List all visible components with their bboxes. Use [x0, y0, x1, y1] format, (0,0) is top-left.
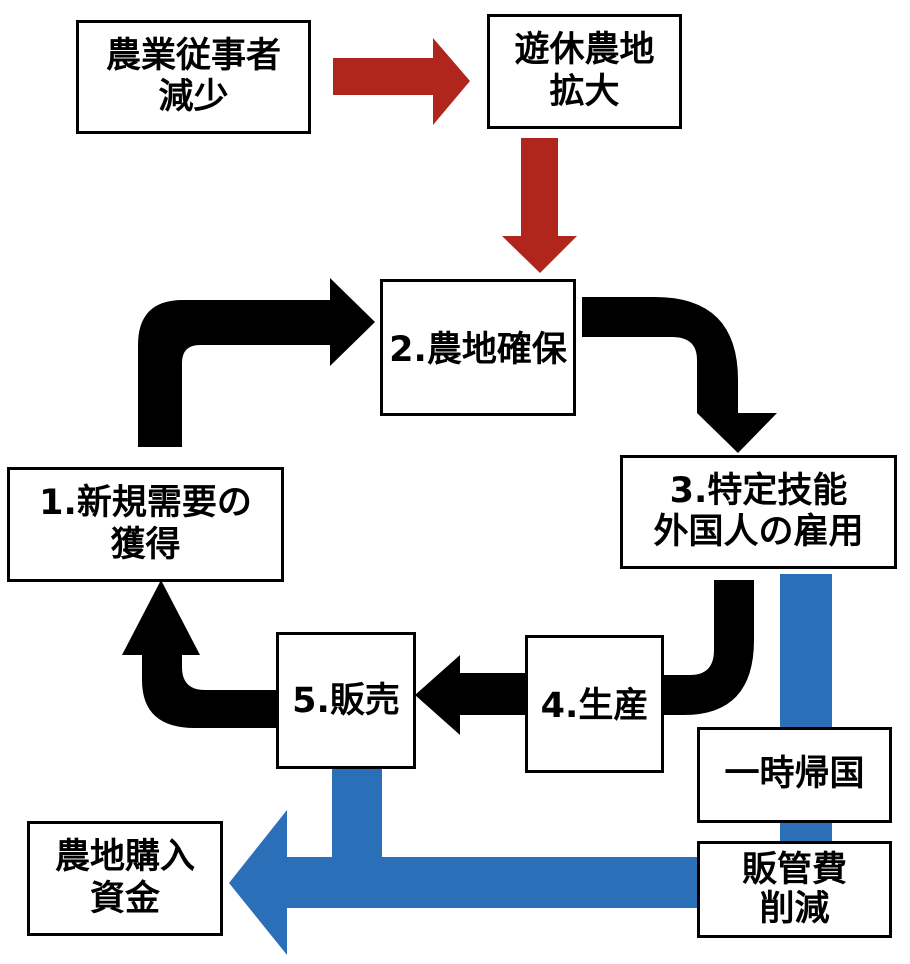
node-idle-land: 遊休農地 拡大 — [487, 14, 682, 129]
node-step3-line1: 3.特定技能 — [669, 470, 848, 511]
node-idle-land-line2: 拡大 — [549, 71, 620, 112]
node-step3-hire-specified-skilled-foreign-workers: 3.特定技能 外国人の雇用 — [620, 455, 897, 569]
node-step4-production: 4.生産 — [525, 635, 664, 773]
arrow-step2-to-step3 — [582, 297, 777, 453]
node-land-purchase-funds: 農地購入 資金 — [27, 821, 223, 936]
node-temporary-return-label: 一時帰国 — [724, 754, 865, 795]
node-sga-reduction: 販管費 削減 — [697, 841, 892, 938]
node-farmer-decline: 農業従事者 減少 — [76, 20, 311, 134]
node-step1-line1: 1.新規需要の — [39, 483, 252, 524]
node-step3-line2: 外国人の雇用 — [653, 512, 864, 552]
arrow-step5-to-step1 — [122, 580, 276, 728]
arrow-blue-vertical-from-step5 — [332, 766, 382, 866]
node-sga-reduction-line1: 販管費 — [741, 850, 847, 890]
node-step4-label: 4.生産 — [540, 686, 649, 726]
node-idle-land-line1: 遊休農地 — [514, 30, 655, 71]
node-temporary-return: 一時帰国 — [697, 727, 892, 823]
arrow-step1-to-step2 — [138, 278, 375, 447]
arrow-step4-to-step5 — [415, 655, 525, 735]
node-step1-line2: 獲得 — [110, 524, 181, 565]
node-farmer-decline-line1: 農業従事者 — [105, 35, 281, 76]
node-step1-acquire-new-demand: 1.新規需要の 獲得 — [7, 467, 284, 582]
node-step5-sales: 5.販売 — [276, 632, 416, 769]
node-sga-reduction-line2: 削減 — [759, 888, 830, 929]
arrow-step3-to-step4 — [663, 580, 754, 715]
node-step2-secure-farmland: 2.農地確保 — [380, 279, 576, 416]
arrow-idle-land-to-step2 — [502, 138, 577, 273]
arrow-decline-to-idle-land — [333, 38, 470, 125]
node-farmer-decline-line2: 減少 — [158, 77, 229, 117]
node-step2-label: 2.農地確保 — [389, 330, 567, 370]
arrow-blue-to-land-purchase-funds — [229, 810, 697, 955]
node-land-purchase-funds-line1: 農地購入 — [54, 837, 195, 878]
node-land-purchase-funds-line2: 資金 — [89, 878, 160, 919]
node-step5-label: 5.販売 — [292, 681, 400, 721]
